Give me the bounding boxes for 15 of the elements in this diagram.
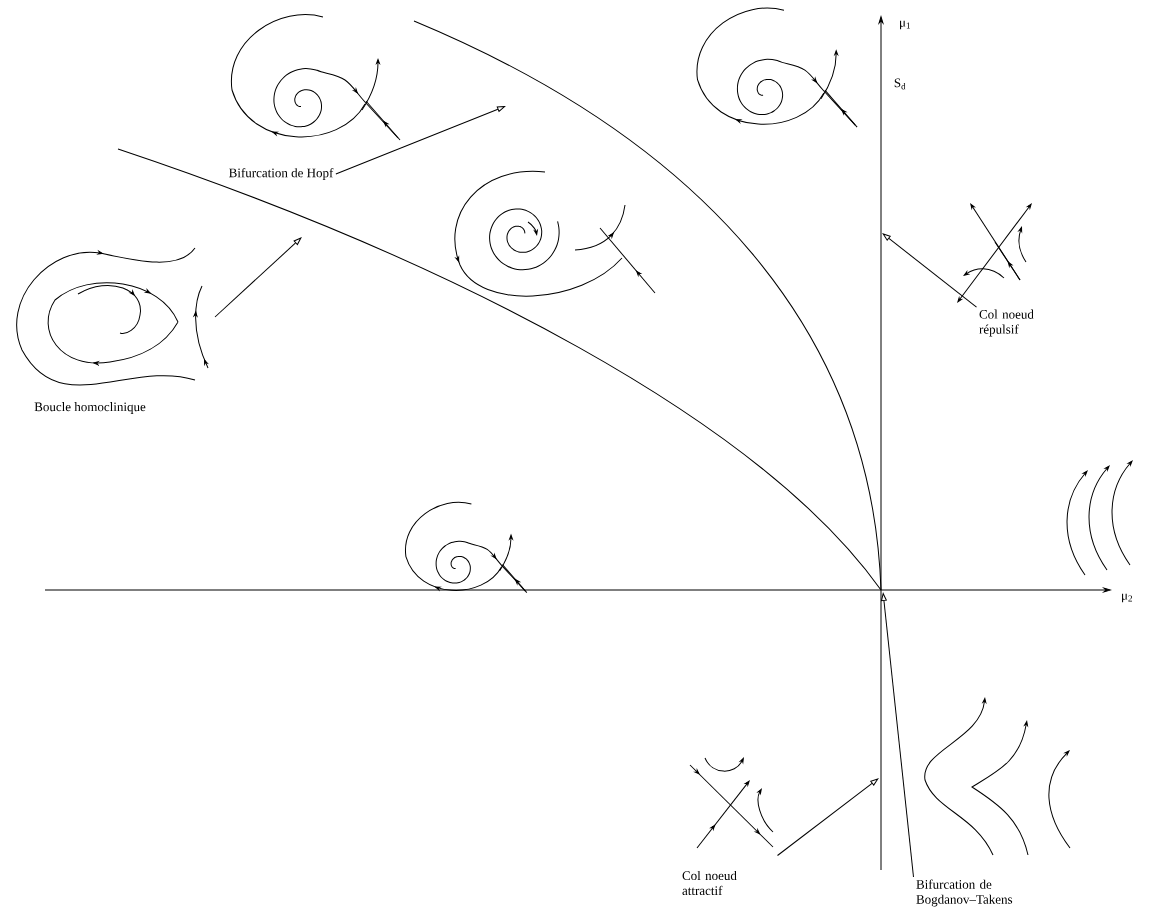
axis-label: μ$_{1}$	[900, 20, 910, 30]
leader-arrow	[335, 106, 506, 175]
annotation-text: Bifurcation de Bogdanov–Takens	[916, 879, 1013, 907]
caption-text: Col noeud attractif	[682, 870, 737, 896]
leader-arrow	[881, 593, 914, 878]
caption-text: Boucle homoclinique	[34, 402, 146, 414]
phase-portrait-drawing	[16, 247, 209, 386]
annotation-text: Col noeud répulsif	[979, 309, 1034, 337]
axis-label: μ$_{2}$	[1122, 593, 1132, 603]
leader-arrow	[882, 233, 977, 308]
leader-arrow	[214, 237, 302, 318]
leader-arrow	[777, 778, 879, 856]
phase-portrait-drawing	[689, 757, 774, 849]
annotation-text: Bifurcation de Hopf	[229, 168, 334, 180]
curve-label: S$_{d}$	[894, 78, 906, 90]
